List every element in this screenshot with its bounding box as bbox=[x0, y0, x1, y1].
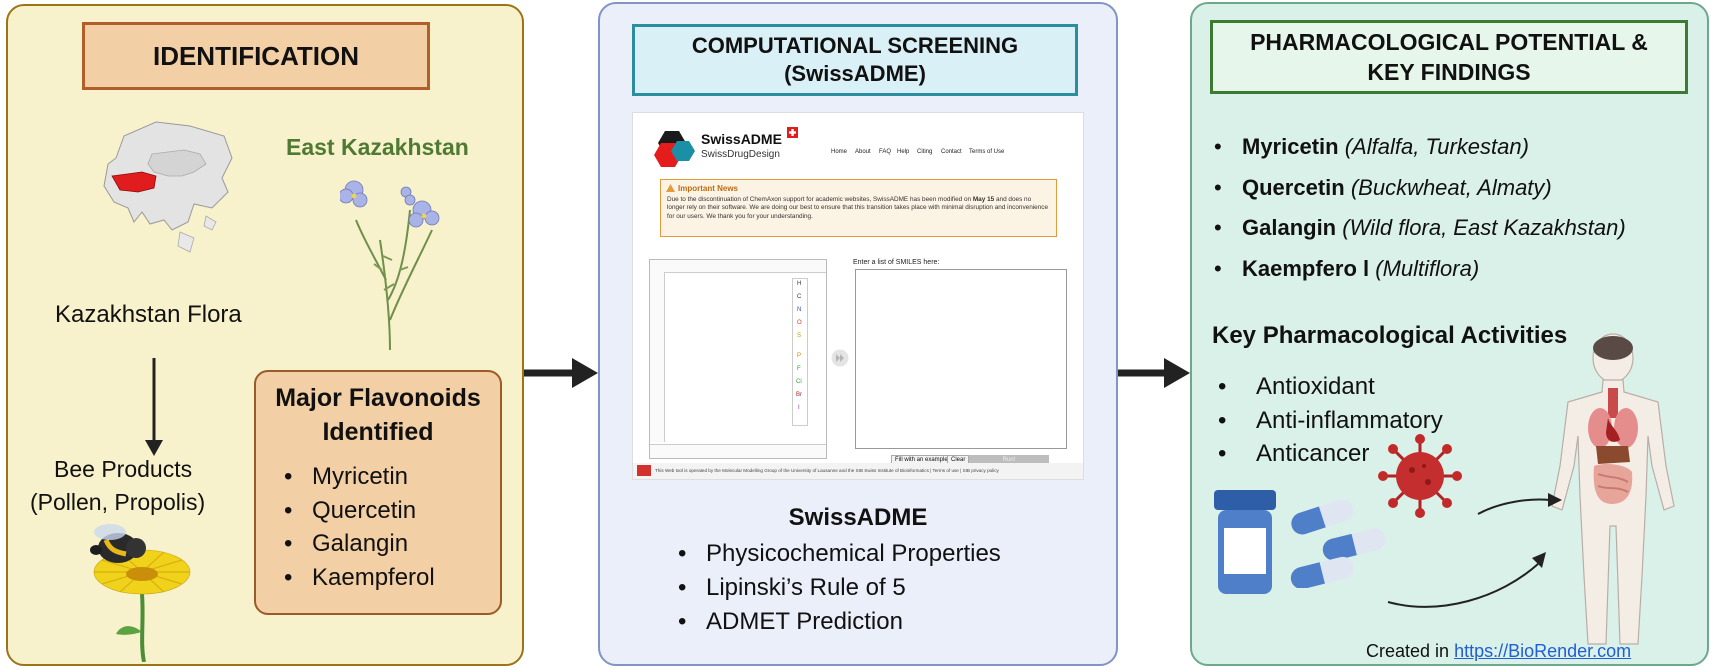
element-button[interactable]: C bbox=[797, 294, 802, 300]
swissadme-logo-icon bbox=[654, 131, 695, 167]
editor-toolbar[interactable] bbox=[650, 260, 826, 273]
element-palette[interactable]: H C N O S P F Cl Br I bbox=[792, 278, 808, 426]
sib-logo-icon bbox=[637, 465, 651, 476]
nav-terms-link[interactable]: Terms of Use bbox=[969, 149, 1005, 155]
list-item: Myricetin (Alfalfa, Turkestan) bbox=[1208, 127, 1626, 168]
important-news-box: Important News Due to the discontinuatio… bbox=[660, 179, 1057, 237]
element-button[interactable]: N bbox=[797, 307, 802, 313]
screening-title: COMPUTATIONAL SCREENING(SwissADME) bbox=[632, 24, 1078, 96]
nav-home-link[interactable]: Home bbox=[831, 149, 848, 155]
list-item: Quercetin bbox=[278, 494, 435, 528]
findings-list: Myricetin (Alfalfa, Turkestan) Quercetin… bbox=[1208, 127, 1626, 289]
world-map-icon bbox=[103, 121, 233, 253]
capsule-icon bbox=[1290, 499, 1386, 588]
list-item: Myricetin bbox=[278, 460, 435, 494]
editor-ring-toolbar[interactable] bbox=[650, 444, 826, 458]
element-button[interactable]: P bbox=[797, 353, 802, 359]
news-title: Important News bbox=[678, 184, 739, 193]
biorender-link[interactable]: https://BioRender.com bbox=[1454, 641, 1632, 661]
nav-help-link[interactable]: Help bbox=[897, 149, 910, 155]
flora-label: Kazakhstan Flora bbox=[55, 301, 242, 328]
warning-icon bbox=[666, 184, 675, 192]
bee-products-sublabel: (Pollen, Propolis) bbox=[30, 489, 206, 515]
list-item: Antioxidant bbox=[1212, 370, 1443, 404]
list-item: ADMET Prediction bbox=[672, 605, 1001, 639]
forward-arrow-icon[interactable] bbox=[831, 349, 849, 367]
list-item: Kaempfero l (Multiflora) bbox=[1208, 249, 1626, 290]
nav-about-link[interactable]: About bbox=[855, 149, 871, 155]
flow-arrow-icon bbox=[1118, 358, 1190, 388]
element-button[interactable]: S bbox=[797, 333, 802, 339]
identification-title: IDENTIFICATION bbox=[82, 22, 430, 90]
footer-text: This Web tool is operated by the Molecul… bbox=[655, 468, 999, 473]
tool-name-heading: SwissADME bbox=[788, 504, 928, 531]
flavonoids-title-line2: Identified bbox=[322, 418, 434, 446]
flax-flower-icon bbox=[340, 180, 440, 351]
bee-on-flower-icon bbox=[90, 524, 191, 662]
pill-bottle-icon bbox=[1214, 490, 1276, 594]
activities-list: Antioxidant Anti-inflammatory Anticancer bbox=[1212, 370, 1443, 471]
list-item: Anti-inflammatory bbox=[1212, 404, 1443, 438]
flow-arrow-icon bbox=[145, 358, 163, 456]
virus-icon bbox=[1378, 434, 1462, 518]
smiles-label: Enter a list of SMILES here: bbox=[853, 259, 940, 266]
list-item: Galangin (Wild flora, East Kazakhstan) bbox=[1208, 208, 1626, 249]
list-item: Kaempferol bbox=[278, 561, 435, 595]
list-item: Anticancer bbox=[1212, 437, 1443, 471]
screenshot-footer: This Web tool is operated by the Molecul… bbox=[633, 463, 1083, 479]
nav-faq-link[interactable]: FAQ bbox=[879, 149, 892, 155]
flavonoid-list: Myricetin Quercetin Galangin Kaempferol bbox=[278, 460, 435, 594]
region-label: East Kazakhstan bbox=[286, 134, 469, 160]
swiss-flag-icon bbox=[787, 127, 798, 138]
element-button[interactable]: Br bbox=[796, 392, 802, 398]
flow-arrow-icon bbox=[524, 358, 598, 388]
editor-tool-column[interactable] bbox=[650, 272, 665, 442]
news-text: Due to the discontinuation of ChemAxon s… bbox=[667, 196, 1049, 220]
pharmacological-title: PHARMACOLOGICAL POTENTIAL &KEY FINDINGS bbox=[1210, 20, 1688, 94]
element-button[interactable]: I bbox=[798, 405, 800, 411]
list-item: Galangin bbox=[278, 527, 435, 561]
flavonoids-title: Major Flavonoids bbox=[275, 384, 481, 412]
molecule-editor[interactable]: H C N O S P F Cl Br I bbox=[649, 259, 827, 459]
list-item: Lipinski’s Rule of 5 bbox=[672, 571, 1001, 605]
bee-products-label: Bee Products bbox=[54, 456, 193, 482]
swissadme-logo-subtitle: SwissDrugDesign bbox=[701, 149, 780, 160]
list-item: Quercetin (Buckwheat, Almaty) bbox=[1208, 168, 1626, 209]
nav-citing-link[interactable]: Citing bbox=[917, 149, 933, 155]
flow-arrow-icon bbox=[1387, 493, 1562, 608]
biorender-credit: Created in https://BioRender.com bbox=[1366, 641, 1632, 661]
smiles-input[interactable] bbox=[855, 269, 1067, 449]
feature-list: Physicochemical Properties Lipinski’s Ru… bbox=[672, 537, 1001, 639]
element-button[interactable]: F bbox=[797, 366, 801, 372]
human-body-icon bbox=[1551, 333, 1675, 645]
activities-heading: Key Pharmacological Activities bbox=[1212, 322, 1568, 349]
swissadme-screenshot: SwissADME SwissDrugDesign Home About FAQ… bbox=[632, 112, 1084, 480]
nav-contact-link[interactable]: Contact bbox=[941, 149, 962, 155]
list-item: Physicochemical Properties bbox=[672, 537, 1001, 571]
swissadme-logo-title: SwissADME bbox=[701, 131, 782, 147]
element-button[interactable]: Cl bbox=[796, 379, 802, 385]
element-button[interactable]: H bbox=[797, 281, 802, 287]
element-button[interactable]: O bbox=[797, 320, 802, 326]
